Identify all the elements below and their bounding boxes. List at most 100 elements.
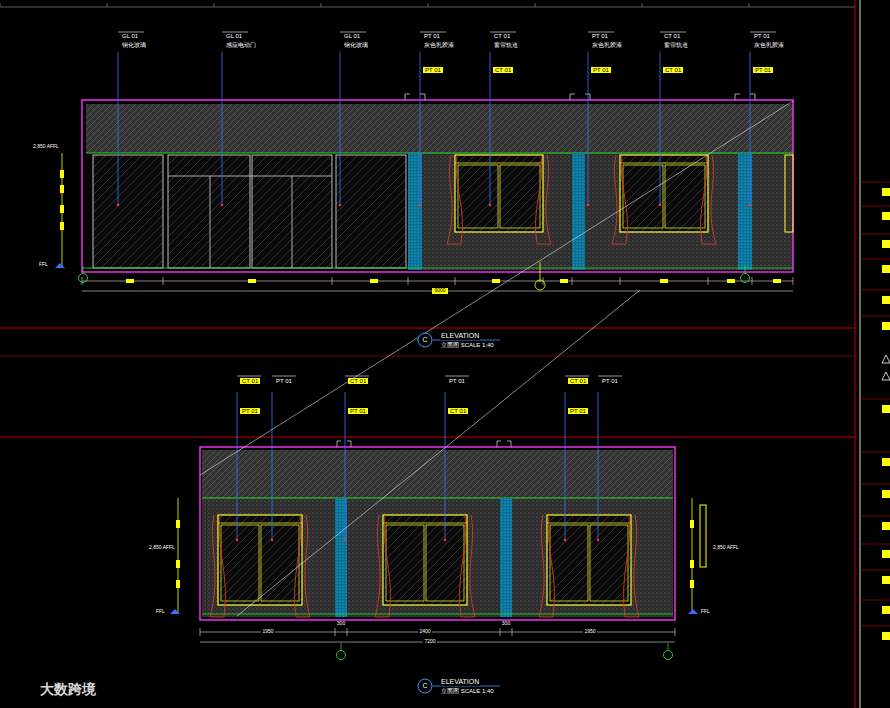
door-transom — [168, 176, 332, 177]
ceiling-hatch — [202, 450, 673, 498]
section-mark-line — [540, 262, 541, 282]
grid-bubble — [337, 651, 346, 660]
title-block-rule — [860, 259, 890, 260]
column-cladding — [572, 153, 585, 270]
annotation-text: 立面图 SCALE 1:40 — [440, 688, 495, 695]
window-sash — [458, 165, 498, 228]
match-line — [200, 101, 793, 475]
glass-panel — [252, 155, 332, 268]
title-bubble — [418, 679, 432, 693]
dimension-tick — [500, 628, 501, 636]
material-code: CT 01 — [663, 67, 683, 74]
window-sash — [500, 165, 540, 228]
leader-dot — [489, 204, 492, 207]
title-block-mark — [882, 322, 890, 330]
material-code: 9000 — [432, 288, 447, 294]
dimension-value-mark — [727, 279, 735, 283]
ceiling-line — [202, 498, 673, 499]
curtain-symbol — [612, 155, 628, 244]
ruler-tick — [428, 3, 429, 7]
dimension-tick — [347, 628, 348, 636]
title-block-rule — [860, 399, 890, 400]
height-dimension — [692, 498, 693, 614]
title-block-mark — [882, 405, 890, 413]
material-code: CT 01 — [240, 378, 260, 385]
annotation-text: GL 01 — [225, 33, 243, 40]
curtain-symbol — [375, 515, 391, 617]
ceiling-line — [86, 153, 793, 154]
title-block-rule — [860, 452, 890, 453]
annotation-text: PT 01 — [601, 378, 619, 385]
leader-line — [420, 52, 421, 205]
annotation-text: PT 01 — [448, 378, 466, 385]
annotation-text: 300 — [336, 621, 346, 627]
leader-line — [237, 392, 238, 540]
window-sash — [590, 525, 628, 601]
leader-dot — [419, 204, 422, 207]
section-bracket — [405, 94, 425, 100]
glass-wall-ground — [86, 153, 408, 270]
tag-rule — [598, 376, 622, 377]
title-block-border — [860, 0, 861, 708]
material-code: PT 01 — [348, 408, 368, 415]
annotation-text: 灰色乳胶漆 — [423, 42, 455, 49]
annotation-text: 感应电动门 — [225, 42, 257, 49]
ruler-line — [0, 7, 855, 8]
title-block-mark — [882, 490, 890, 498]
height-dimension — [178, 498, 179, 614]
title-block-rule — [860, 516, 890, 517]
title-block-rule — [860, 626, 890, 627]
title-bubble — [418, 333, 432, 347]
view-title: ELEVATION — [440, 332, 480, 340]
leader-dot — [344, 539, 347, 542]
height-mark — [176, 560, 180, 568]
grid-line — [668, 643, 669, 650]
tag-rule — [237, 376, 261, 377]
annotation-text: 1950 — [583, 629, 596, 635]
annotation-text: 钢化玻璃 — [343, 42, 369, 49]
dimension-line — [82, 281, 793, 282]
curtain-symbol — [539, 515, 555, 617]
title-block-mark — [882, 606, 890, 614]
curtain-symbol — [294, 515, 310, 617]
curtain-symbol — [210, 515, 226, 617]
level-mark — [170, 609, 180, 614]
title-block-mark — [882, 576, 890, 584]
grid-bubble — [664, 651, 673, 660]
window-frame — [547, 515, 631, 605]
annotation-text: FFL — [155, 609, 166, 615]
curtain-symbol — [700, 155, 716, 244]
dimension-value-mark — [773, 279, 781, 283]
dimension-tick — [793, 277, 794, 285]
annotation-text: FFL — [38, 262, 49, 268]
title-block-mark — [882, 212, 890, 220]
section-bracket — [570, 94, 590, 100]
leader-dot — [271, 539, 274, 542]
glass-panel — [93, 155, 163, 268]
dimension-tick — [455, 277, 456, 285]
revision-triangle — [882, 355, 890, 363]
height-mark — [60, 205, 64, 213]
frame-line — [0, 328, 855, 329]
dimension-tick — [620, 277, 621, 285]
window-sash — [623, 165, 663, 228]
frame-line — [0, 356, 855, 357]
grid-bubble — [79, 274, 88, 283]
annotation-text: 2400 — [418, 629, 431, 635]
dimension-tick — [572, 277, 573, 285]
glass-panel — [168, 155, 250, 268]
leader-line — [660, 52, 661, 205]
window-rail — [383, 523, 467, 524]
dimension-value-mark — [126, 279, 134, 283]
door-leaf — [210, 176, 211, 268]
revision-triangle — [882, 372, 890, 380]
view-title: C — [421, 336, 428, 344]
title-block-mark — [882, 296, 890, 304]
ruler-tick — [107, 3, 108, 7]
material-code: PT 01 — [240, 408, 260, 415]
leader-dot — [221, 204, 224, 207]
height-mark — [690, 560, 694, 568]
